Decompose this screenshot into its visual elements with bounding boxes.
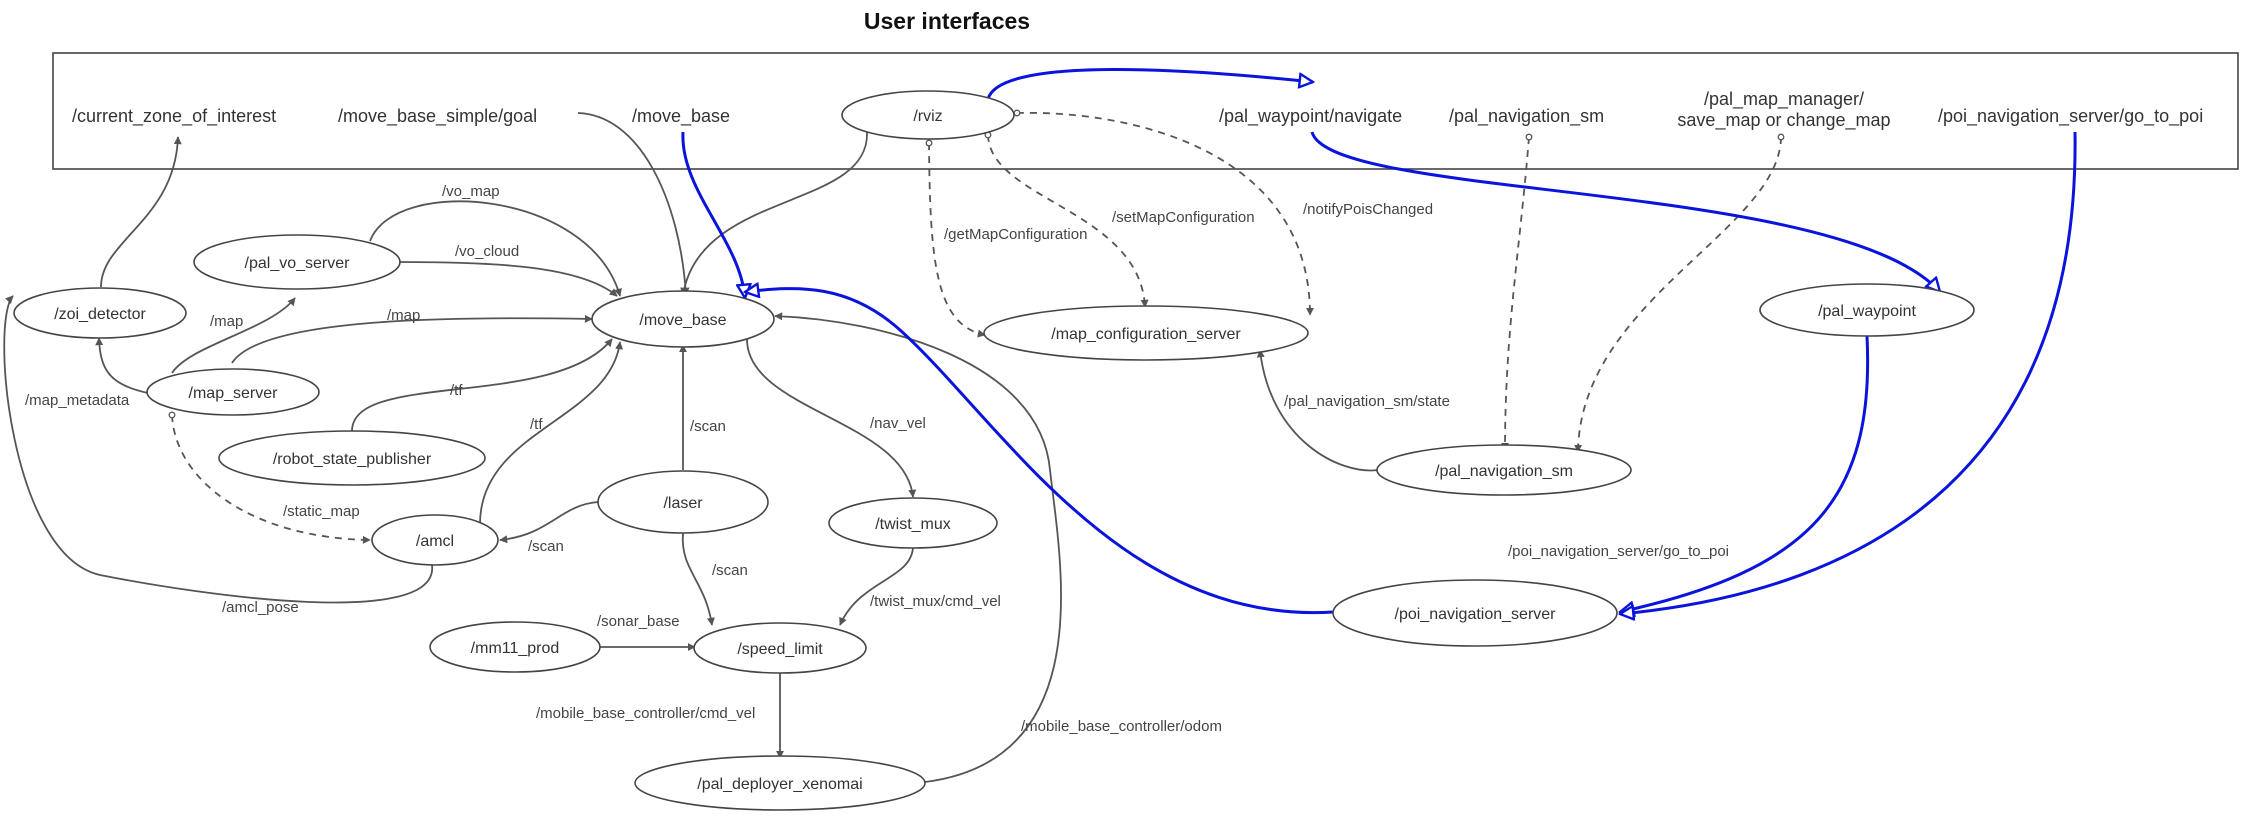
node-pal-vo-server[interactable] [193,234,401,290]
node-pal-waypoint-label: /pal_waypoint [1818,303,1916,320]
ui-link-waypoint-poi [1620,335,1870,612]
node-twist-mux-label: /twist_mux [875,516,951,533]
node-mm11-prod[interactable] [429,621,601,673]
node-map-server[interactable] [146,368,320,416]
node-move-base-label: /move_base [639,312,726,329]
label-nav-sm-state: /pal_navigation_sm/state [1284,393,1450,410]
ui-topic-move-base[interactable]: /move_base [632,106,730,127]
edge-vo-map [369,200,622,297]
node-speed-limit[interactable] [693,622,867,674]
edge-nav-sm-map-config [1256,349,1379,472]
edge-vo-cloud [399,261,618,297]
ui-topic-map-manager-line1[interactable]: /pal_map_manager/ [1704,89,1864,110]
edge-rviz-move-base [680,131,868,296]
node-move-base[interactable] [591,290,775,348]
label-sonar-base: /sonar_base [597,613,680,630]
node-amcl[interactable] [371,514,499,566]
node-pal-navigation-sm[interactable] [1376,444,1632,496]
node-mm11-prod-label: /mm11_prod [471,640,560,657]
label-static-map: /static_map [283,503,360,520]
edge-amcl-zoi [3,295,433,604]
label-nav-vel: /nav_vel [870,415,926,432]
edge-static-map [168,411,371,544]
edge-nav-sm-topic [1501,133,1533,451]
ui-topic-pal-navigation-sm[interactable]: /pal_navigation_sm [1449,106,1604,127]
label-scan-speed-limit: /scan [712,562,748,579]
ui-link-go-to-poi [1620,131,2077,614]
edge-deployer-move-base [774,312,1062,783]
label-twist-mux-cmd-vel: /twist_mux/cmd_vel [870,593,1001,610]
label-notify-pois: /notifyPoisChanged [1303,201,1433,218]
edge-goal-move-base [577,112,690,296]
edge-laser-amcl [499,501,599,544]
edge-zoi-current-zone [100,136,182,288]
node-twist-mux[interactable] [828,497,998,549]
ui-topic-map-manager-line2[interactable]: save_map or change_map [1677,110,1890,131]
ui-node-rviz[interactable] [841,90,1015,140]
edge-map-vo [171,297,296,374]
ui-topic-waypoint-navigate[interactable]: /pal_waypoint/navigate [1219,106,1402,127]
node-map-server-label: /map_server [189,385,279,402]
label-tf-rsp: /tf [450,382,463,399]
ui-link-rviz-waypoint [986,68,1313,100]
node-pal-waypoint[interactable] [1759,283,1975,337]
label-tf-amcl: /tf [530,416,543,433]
node-zoi-detector-label: /zoi_detector [54,306,146,323]
edge-map-move-base [231,314,593,364]
label-scan-amcl: /scan [528,538,564,555]
label-amcl-pose: /amcl_pose [222,599,299,616]
edge-tf-rsp [351,338,613,433]
node-speed-limit-label: /speed_limit [737,641,823,658]
ui-topic-current-zone[interactable]: /current_zone_of_interest [72,106,276,127]
edge-notify-pois [1013,109,1314,316]
node-pal-navigation-sm-label: /pal_navigation_sm [1435,463,1573,480]
node-pal-deployer-xenomai-label: /pal_deployer_xenomai [697,776,862,793]
edge-get-map-config [925,139,986,338]
node-robot-state-publisher[interactable] [218,430,486,486]
label-poi-go-to: /poi_navigation_server/go_to_poi [1508,543,1729,560]
node-zoi-detector[interactable] [13,287,187,339]
edge-move-base-twist-mux [746,337,917,498]
node-poi-navigation-server-label: /poi_navigation_server [1395,606,1557,623]
node-robot-state-publisher-label: /robot_state_publisher [273,451,432,468]
ui-node-rviz-label: /rviz [913,108,942,125]
node-pal-vo-server-label: /pal_vo_server [245,255,351,272]
ui-link-waypoint-navigate [1310,131,1940,292]
label-set-map-config: /setMapConfiguration [1112,209,1255,226]
diagram-title: User interfaces [863,8,1031,34]
ui-link-poi-move-base [745,289,1334,615]
ui-topic-poi-go-to[interactable]: /poi_navigation_server/go_to_poi [1938,106,2203,127]
ui-topic-move-base-simple-goal[interactable]: /move_base_simple/goal [338,106,537,127]
edge-laser-speed-limit [681,532,715,626]
node-laser-label: /laser [663,495,703,512]
label-mobile-base-cmd-vel: /mobile_base_controller/cmd_vel [536,705,755,722]
node-map-configuration-server[interactable] [983,305,1309,361]
node-poi-navigation-server[interactable] [1332,579,1618,647]
node-map-configuration-server-label: /map_configuration_server [1051,326,1241,343]
edge-twist-mux-speed-limit [839,547,914,626]
label-map-metadata: /map_metadata [25,392,130,409]
edge-map-manager [1574,133,1785,453]
node-laser[interactable] [597,470,769,534]
label-map-move-base: /map [387,307,420,324]
label-map-vo: /map [210,313,243,330]
label-mobile-base-odom: /mobile_base_controller/odom [1021,718,1222,735]
ui-link-move-base [681,131,745,298]
label-scan-move-base: /scan [690,418,726,435]
label-vo-cloud: /vo_cloud [455,243,519,260]
edge-tf-amcl [479,341,624,525]
node-pal-deployer-xenomai[interactable] [634,755,926,811]
node-amcl-label: /amcl [416,533,454,550]
label-get-map-config: /getMapConfiguration [944,226,1087,243]
label-vo-map: /vo_map [442,183,500,200]
edge-map-metadata [95,337,149,394]
